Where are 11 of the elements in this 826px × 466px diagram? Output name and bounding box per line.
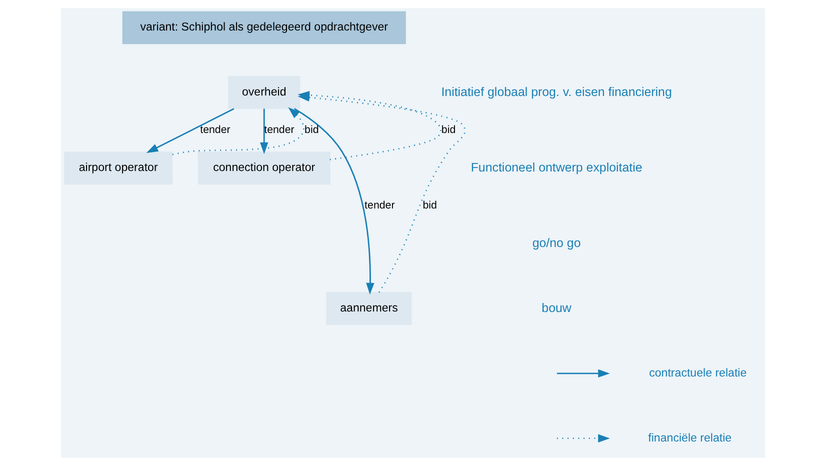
legend-label: contractuele relatie bbox=[649, 367, 747, 380]
label: Initiatief globaal prog. v. eisen financiering bbox=[441, 84, 672, 99]
edge-label: tender bbox=[200, 124, 230, 136]
label: Functioneel ontwerp exploitatie bbox=[470, 160, 642, 174]
edge-label: bid bbox=[422, 200, 438, 212]
legend-label: financiële relatie bbox=[648, 432, 732, 444]
edge-label: tender bbox=[364, 200, 395, 212]
edge-label: bid bbox=[304, 124, 319, 136]
label: go/no go bbox=[532, 236, 581, 250]
label: bouw bbox=[542, 300, 572, 315]
edge-label: bid bbox=[441, 124, 456, 136]
